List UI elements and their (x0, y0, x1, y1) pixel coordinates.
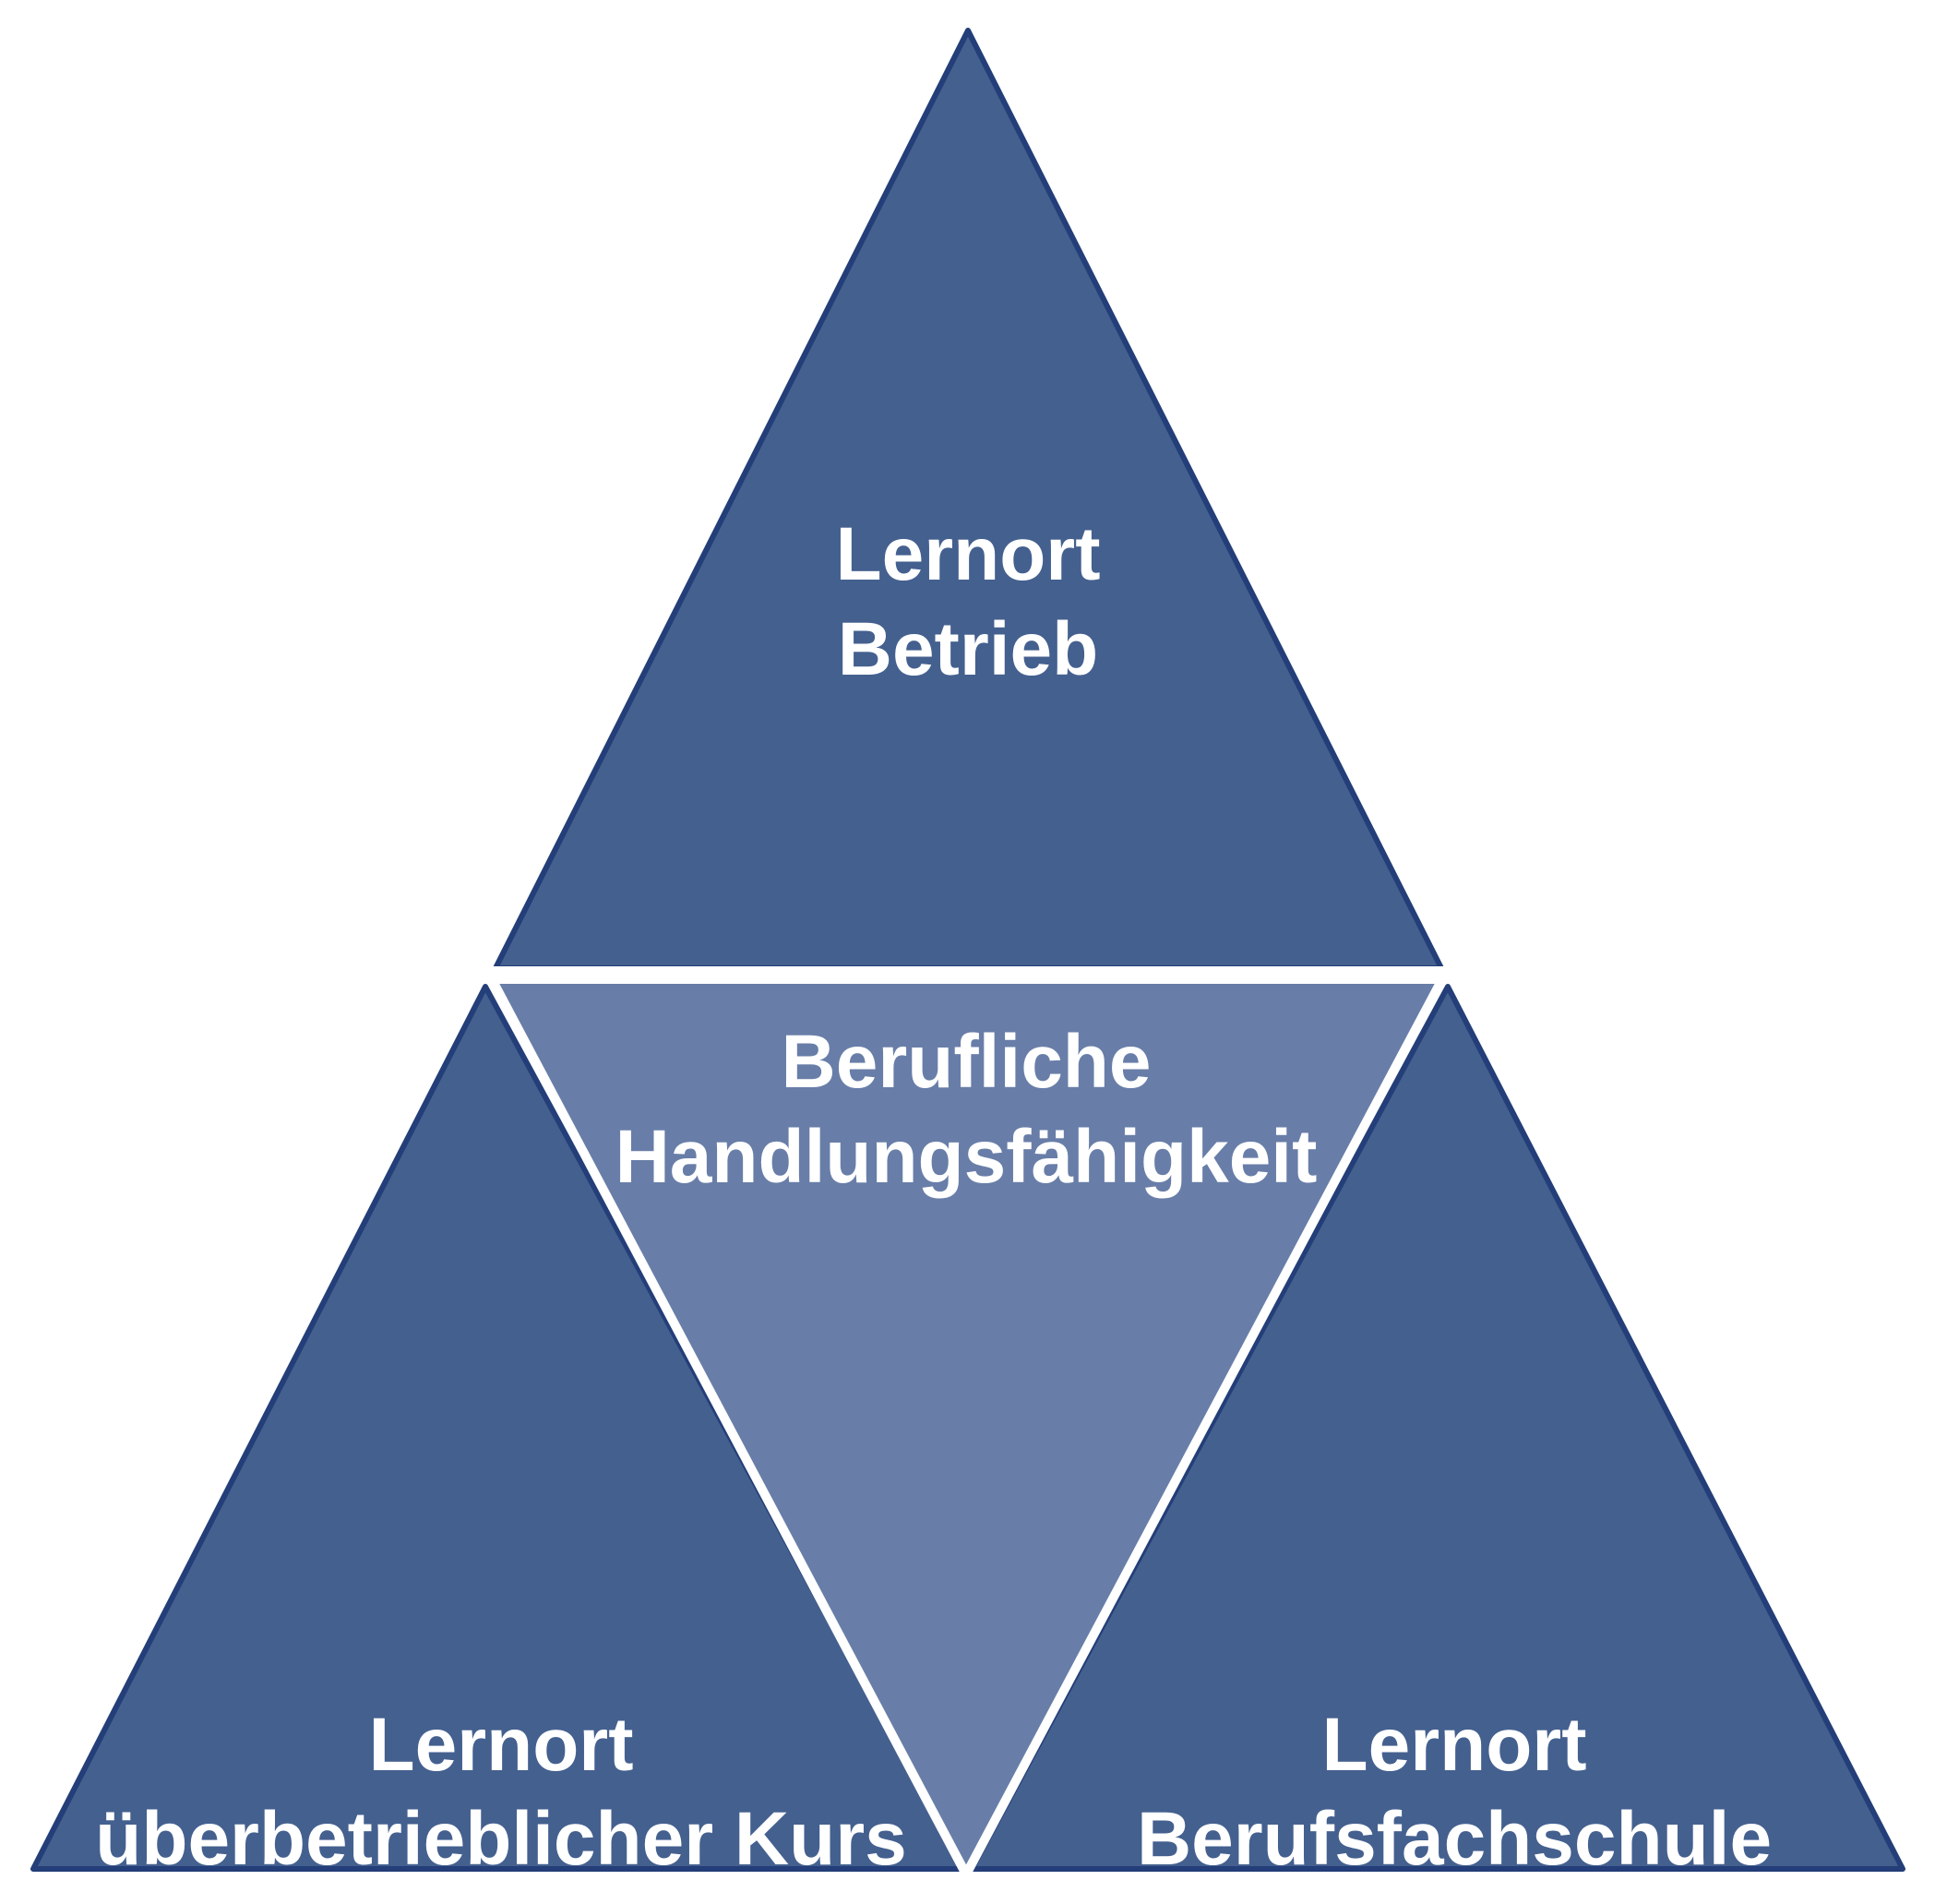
label-center-line1: Berufliche (782, 1020, 1152, 1104)
segment-top-betrieb (493, 28, 1444, 971)
segment-center-handlungsfaehigkeit (487, 975, 1447, 1879)
label-top-line1: Lernort (836, 512, 1101, 596)
label-bottom-left-line1: Lernort (369, 1703, 634, 1787)
label-bottom-right-line2: Berufsfachschule (1137, 1797, 1772, 1881)
label-top-line2: Betrieb (838, 607, 1099, 691)
label-center-line2: Handlungsfähigkeit (615, 1115, 1318, 1199)
label-bottom-left-line2: überbetrieblicher Kurs (95, 1797, 906, 1881)
label-bottom-right-line1: Lernort (1322, 1703, 1587, 1787)
segment-bottom-right-schule (969, 984, 1905, 1872)
